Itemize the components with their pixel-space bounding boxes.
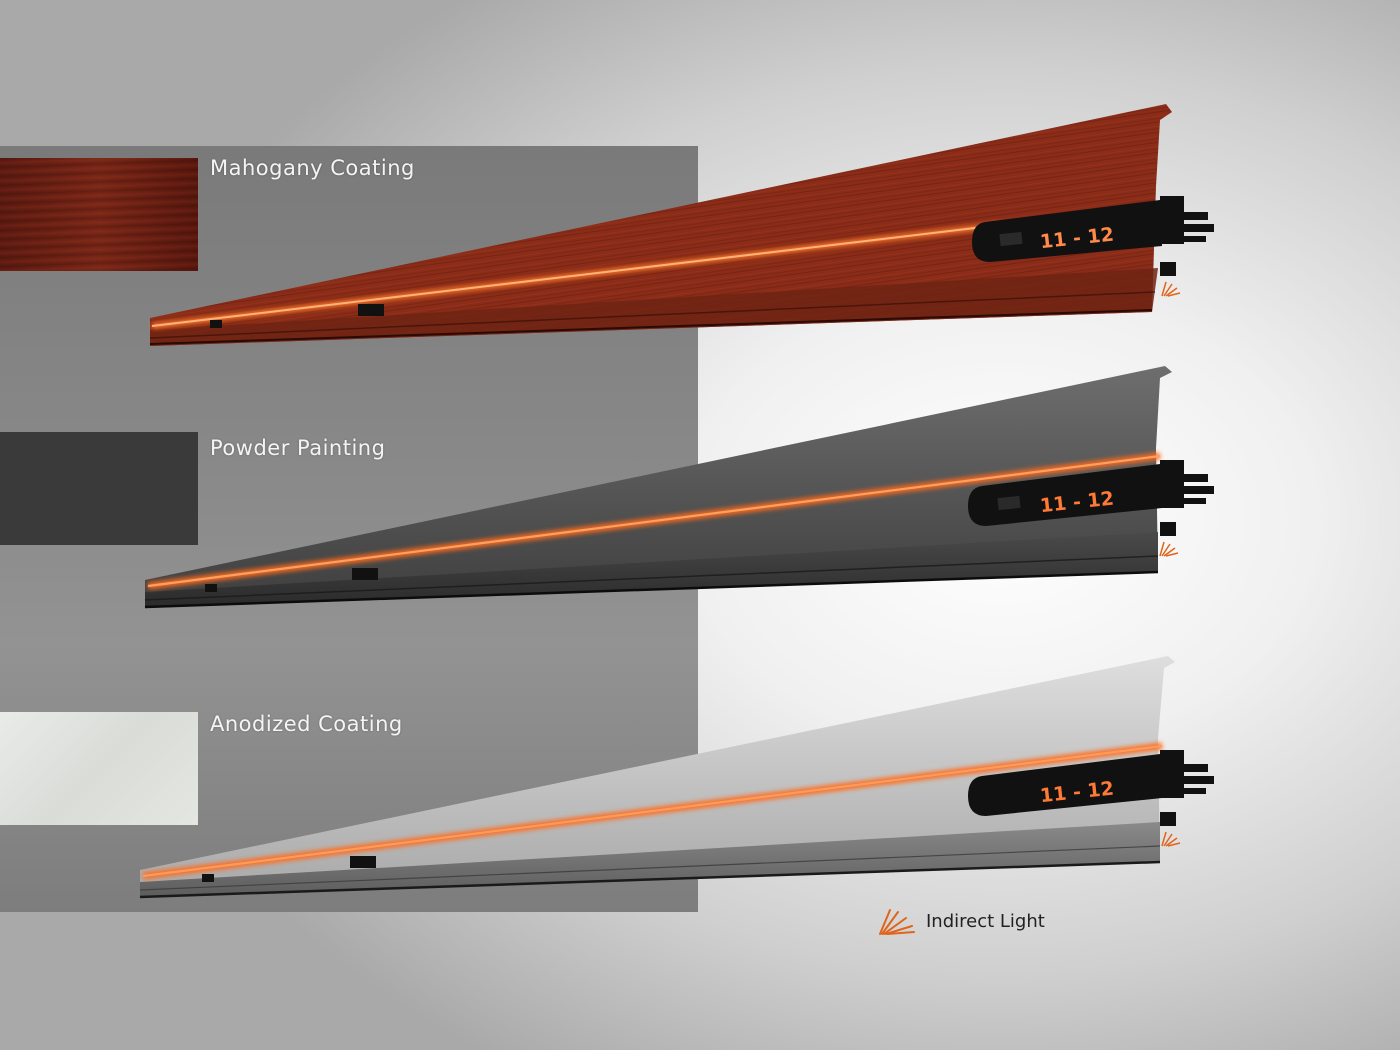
mahogany-light-rays-icon <box>1161 281 1181 297</box>
powder-connector-icon <box>1160 460 1214 536</box>
mahogany-swatch <box>0 158 198 271</box>
anodized-profile: 11 - 12 <box>139 656 1214 899</box>
anodized-end-cap <box>968 754 1162 816</box>
powder-led-strip <box>147 454 1161 588</box>
light-rays-icon <box>879 909 915 935</box>
powder-light-rays-icon <box>1159 541 1179 557</box>
mahogany-connector-icon <box>1160 196 1214 276</box>
mahogany-profile: 11 - 12 <box>149 104 1214 346</box>
powder-profile: 11 - 12 <box>144 366 1214 609</box>
mahogany-label: Mahogany Coating <box>210 156 415 180</box>
legend-label: Indirect Light <box>926 910 1045 932</box>
anodized-swatch <box>0 712 198 825</box>
anodized-light-rays-icon <box>1161 831 1181 847</box>
indirect-light-legend: Indirect Light <box>876 904 1045 938</box>
mahogany-led-strip <box>151 224 1001 327</box>
powder-label: Powder Painting <box>210 436 386 460</box>
mahogany-end-cap <box>972 200 1162 262</box>
anodized-connector-icon <box>1160 750 1214 826</box>
powder-end-cap <box>968 464 1162 526</box>
powder-swatch <box>0 432 198 545</box>
anodized-led-strip <box>142 744 1163 878</box>
anodized-label: Anodized Coating <box>210 712 403 736</box>
